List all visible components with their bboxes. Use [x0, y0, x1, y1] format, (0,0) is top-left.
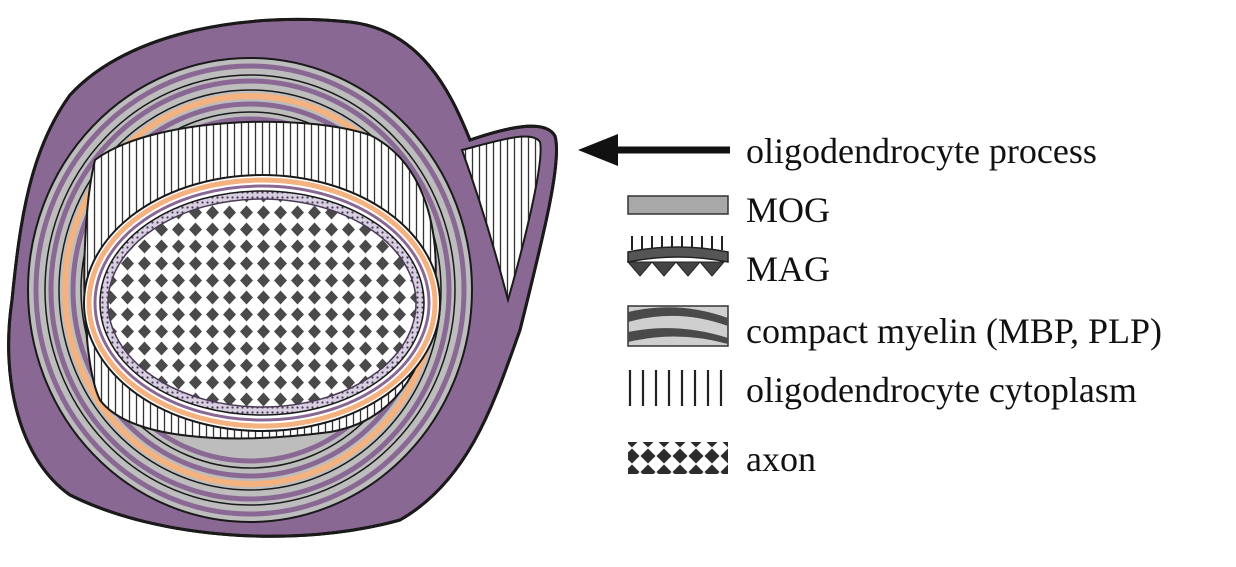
- legend-label-compact: compact myelin (MBP, PLP): [746, 311, 1162, 351]
- legend-label-axon: axon: [746, 439, 816, 479]
- mag-pattern-icon: [626, 236, 729, 277]
- legend-label-cytoplasm: oligodendrocyte cytoplasm: [746, 370, 1137, 410]
- legend-label-mog: MOG: [746, 190, 831, 230]
- arrow-left-icon: [578, 134, 730, 166]
- legend-label-mag: MAG: [746, 249, 831, 289]
- wave-bands-icon: [627, 305, 729, 347]
- oligodendrocyte-process: [460, 135, 542, 304]
- axon-core: [107, 198, 417, 408]
- legend-label-process: oligodendrocyte process: [746, 131, 1097, 171]
- sheath-outline: [7, 17, 559, 538]
- gray-bar-icon: [627, 195, 729, 215]
- checker-diamond-icon: [628, 442, 728, 474]
- vertical-lines-icon: [628, 370, 723, 406]
